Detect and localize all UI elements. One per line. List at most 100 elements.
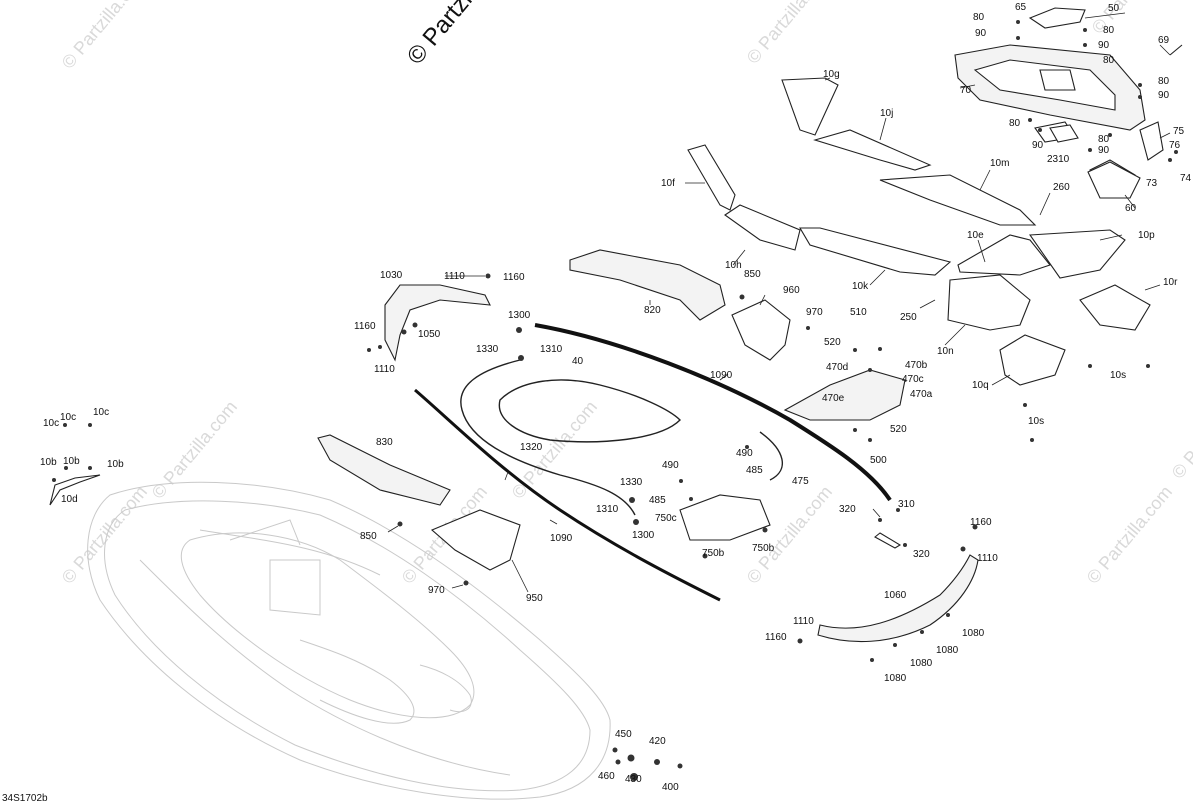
callout-250: 250 [900, 312, 917, 323]
watermark: © Partzilla.com [1168, 377, 1193, 483]
hose-475 [759, 431, 783, 481]
callout-520: 520 [824, 337, 841, 348]
hull-outline [87, 481, 611, 800]
watermark: © Partzilla.com [1083, 482, 1176, 588]
callout-310: 310 [898, 499, 915, 510]
callout-1110: 1110 [793, 616, 814, 627]
panel-470a [783, 369, 906, 421]
decal-10j [813, 129, 932, 171]
callout-460: 460 [598, 771, 615, 782]
callout-80: 80 [1158, 76, 1170, 87]
decals [49, 77, 1151, 506]
callout-470e: 470e [822, 393, 845, 404]
callout-10f: 10f [661, 178, 675, 189]
decal-10h [724, 204, 801, 251]
callout-320: 320 [913, 549, 930, 560]
callout-10b: 10b [107, 459, 124, 470]
callout-470a: 470a [910, 389, 933, 400]
watermark: © Partzilla.com [743, 0, 836, 68]
callout-1050: 1050 [418, 329, 441, 340]
rail-1090-left [414, 388, 721, 602]
callout-485: 485 [746, 465, 763, 476]
callout-470b: 470b [905, 360, 928, 371]
callout-850: 850 [744, 269, 761, 280]
figure-code: 34S1702b [2, 793, 48, 804]
callout-850: 850 [360, 531, 377, 542]
callout-960: 960 [783, 285, 800, 296]
decal-10r [1079, 284, 1151, 331]
decal-10k [799, 227, 952, 276]
callout-1310: 1310 [540, 344, 563, 355]
bumper-1060 [817, 554, 979, 643]
callout-1330: 1330 [620, 477, 643, 488]
callout-80: 80 [1098, 134, 1110, 145]
callout-750b: 750b [752, 543, 775, 554]
callout-260: 260 [1053, 182, 1070, 193]
callout-750b: 750b [702, 548, 725, 559]
panel-820 [569, 249, 726, 321]
callout-1310: 1310 [596, 504, 619, 515]
bracket-750 [679, 494, 771, 541]
callout-750c: 750c [655, 513, 677, 524]
callout-1080: 1080 [936, 645, 959, 656]
callout-10q: 10q [972, 380, 989, 391]
callout-75: 75 [1173, 126, 1185, 137]
callout-420: 420 [649, 736, 666, 747]
callout-1300: 1300 [632, 530, 655, 541]
watermark: © Partzilla.com [743, 482, 836, 588]
bracket-1030 [384, 284, 491, 362]
callout-430: 430 [625, 774, 642, 785]
callout-1030: 1030 [380, 270, 403, 281]
rail-1090-right [534, 323, 892, 502]
callout-470d: 470d [826, 362, 848, 373]
callout-10s: 10s [1028, 416, 1044, 427]
callout-10g: 10g [823, 69, 840, 80]
decal-10m [879, 174, 1037, 226]
callout-470c: 470c [902, 374, 924, 385]
callout-74: 74 [1180, 173, 1192, 184]
watermark-main: © Partzilla.com [402, 0, 527, 70]
callout-1080: 1080 [910, 658, 933, 669]
callout-65: 65 [1015, 2, 1027, 13]
callout-2310: 2310 [1047, 154, 1070, 165]
callout-90: 90 [1158, 90, 1170, 101]
callout-970: 970 [806, 307, 823, 318]
callout-10r: 10r [1163, 277, 1178, 288]
bracket-2310 [1049, 124, 1079, 143]
decal-10g [781, 77, 839, 136]
callout-1160: 1160 [970, 517, 992, 528]
callout-820: 820 [644, 305, 661, 316]
callout-73: 73 [1146, 178, 1158, 189]
callout-1080: 1080 [962, 628, 985, 639]
callout-450: 450 [615, 729, 632, 740]
callout-10p: 10p [1138, 230, 1155, 241]
callout-400: 400 [662, 782, 679, 793]
callout-70: 70 [960, 85, 972, 96]
callout-80: 80 [1009, 118, 1021, 129]
callout-10c: 10c [60, 412, 76, 423]
callout-10s: 10s [1110, 370, 1126, 381]
callout-76: 76 [1169, 140, 1181, 151]
callout-830: 830 [376, 437, 393, 448]
callout-520: 520 [890, 424, 907, 435]
callout-10b: 10b [63, 456, 80, 467]
callout-490: 490 [662, 460, 679, 471]
callout-10e: 10e [967, 230, 984, 241]
callout-40: 40 [572, 356, 584, 367]
seal-60 [1087, 161, 1141, 199]
callout-1330: 1330 [476, 344, 499, 355]
callout-10b: 10b [40, 457, 57, 468]
callout-90: 90 [1098, 145, 1110, 156]
callout-10c: 10c [43, 418, 59, 429]
decal-10d [49, 474, 101, 506]
decal-10n [947, 274, 1031, 331]
callout-10m: 10m [990, 158, 1009, 169]
leader-lines [387, 12, 1171, 593]
callout-490: 490 [736, 448, 753, 459]
hardware [52, 20, 1178, 781]
callout-1090: 1090 [710, 370, 733, 381]
callout-1320: 1320 [520, 442, 543, 453]
callout-510: 510 [850, 307, 867, 318]
callout-1110: 1110 [444, 271, 465, 282]
